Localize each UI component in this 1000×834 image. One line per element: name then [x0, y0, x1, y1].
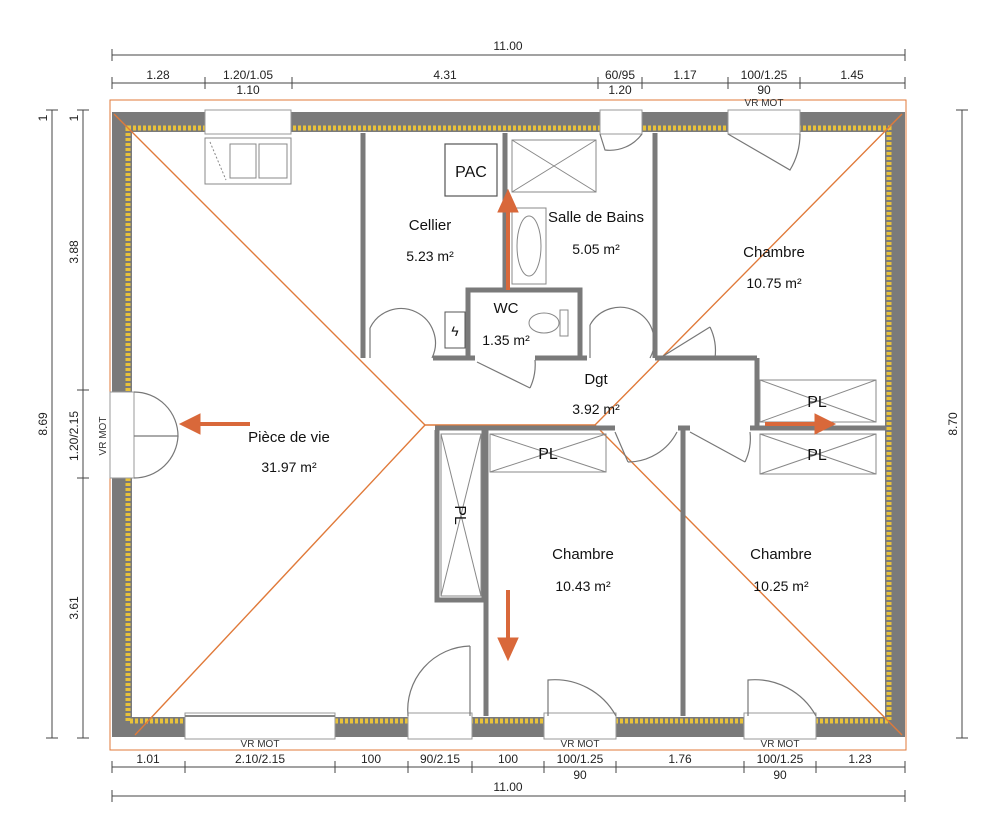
top-dim-5: 1.17: [673, 68, 697, 82]
pac-unit: [444, 143, 498, 197]
kitchen-sink: [204, 137, 292, 185]
storage-label-2: PL: [538, 446, 558, 463]
room-labels: Cellier 5.23 m² Salle de Bains 5.05 m² C…: [248, 209, 812, 594]
room-name-salle-de-bains: Salle de Bains: [548, 209, 644, 226]
room-area-wc: 1.35 m²: [482, 332, 530, 348]
left-one-2: 1: [67, 114, 81, 121]
vr-label-bottom-3: VR MOT: [761, 739, 800, 750]
left-dim-1: 3.88: [67, 240, 81, 264]
shower: [511, 139, 597, 193]
room-name-chambre-2: Chambre: [552, 546, 614, 563]
bottom-total-dim: 11.00: [493, 780, 522, 794]
room-area-chambre-2: 10.43 m²: [555, 578, 611, 594]
vr-label-top: VR MOT: [745, 98, 784, 109]
room-area-chambre-3: 10.25 m²: [753, 578, 809, 594]
storage-label-3: PL: [807, 394, 827, 411]
left-dim-3: 3.61: [67, 596, 81, 620]
doors: [133, 133, 817, 717]
electric-panel: [444, 311, 466, 349]
room-name-wc: WC: [494, 300, 519, 317]
room-area-salle-de-bains: 5.05 m²: [572, 241, 620, 257]
svg-text:ϟ: ϟ: [451, 323, 459, 339]
left-dimensions: 8.69 3.88 1.20/2.15 3.61 1 1: [36, 109, 89, 739]
bottom-sub-dim-1: 90: [573, 768, 587, 782]
right-total-dim: 8.70: [946, 412, 960, 436]
top-dim-7: 1.45: [840, 68, 864, 82]
bottom-dim-9: 1.23: [848, 752, 872, 766]
left-one-1: 1: [36, 114, 50, 121]
top-total-dim: 11.00: [493, 39, 522, 53]
toilet: [559, 309, 569, 337]
top-dim-3: 4.31: [433, 68, 457, 82]
bottom-dim-7: 1.76: [668, 752, 692, 766]
bottom-dim-8: 100/1.25: [757, 752, 804, 766]
left-total-dim: 8.69: [36, 412, 50, 436]
storage-label-1: PL: [451, 505, 468, 525]
vr-label-bottom-1: VR MOT: [241, 739, 280, 750]
storage-units: [440, 379, 877, 597]
pac-label: PAC: [455, 164, 487, 181]
bottom-sub-dim-2: 90: [773, 768, 787, 782]
room-name-cellier: Cellier: [409, 217, 452, 234]
room-area-cellier: 5.23 m²: [406, 248, 454, 264]
roof-hip-lines: [113, 113, 903, 736]
room-name-dgt: Dgt: [584, 371, 608, 388]
bottom-dim-5: 100: [498, 752, 518, 766]
fixtures: ϟ: [204, 137, 597, 349]
bottom-dim-1: 1.01: [136, 752, 160, 766]
room-area-dgt: 3.92 m²: [572, 401, 620, 417]
bottom-dim-4: 90/2.15: [420, 752, 460, 766]
top-sub-dim-3: 90: [757, 83, 771, 97]
arrows: [178, 188, 837, 662]
left-dim-2: 1.20/2.15: [67, 411, 81, 461]
top-dim-4: 60/95: [605, 68, 635, 82]
room-area-piece-de-vie: 31.97 m²: [261, 459, 317, 475]
bath-sink: [511, 207, 547, 285]
vr-label-left: VR MOT: [98, 417, 109, 456]
room-name-chambre-3: Chambre: [750, 546, 812, 563]
bottom-dim-6: 100/1.25: [557, 752, 604, 766]
room-area-chambre-1: 10.75 m²: [746, 275, 802, 291]
bottom-dim-2: 2.10/2.15: [235, 752, 285, 766]
bottom-dim-3: 100: [361, 752, 381, 766]
top-dim-6: 100/1.25: [741, 68, 788, 82]
top-dim-1: 1.28: [146, 68, 170, 82]
openings: [109, 109, 817, 740]
bottom-dimensions: 1.01 2.10/2.15 100 90/2.15 100 100/1.25 …: [111, 752, 906, 802]
top-sub-dim-2: 1.20: [608, 83, 632, 97]
right-dimension: 8.70: [946, 109, 968, 739]
vr-label-bottom-2: VR MOT: [561, 739, 600, 750]
top-dimensions: 11.00 1.28 1.20/1.05 4.31 60/95 1.17 100…: [111, 39, 906, 97]
top-dim-2: 1.20/1.05: [223, 68, 273, 82]
room-name-piece-de-vie: Pièce de vie: [248, 429, 330, 446]
room-name-chambre-1: Chambre: [743, 244, 805, 261]
storage-label-4: PL: [807, 447, 827, 464]
top-sub-dim-1: 1.10: [236, 83, 260, 97]
